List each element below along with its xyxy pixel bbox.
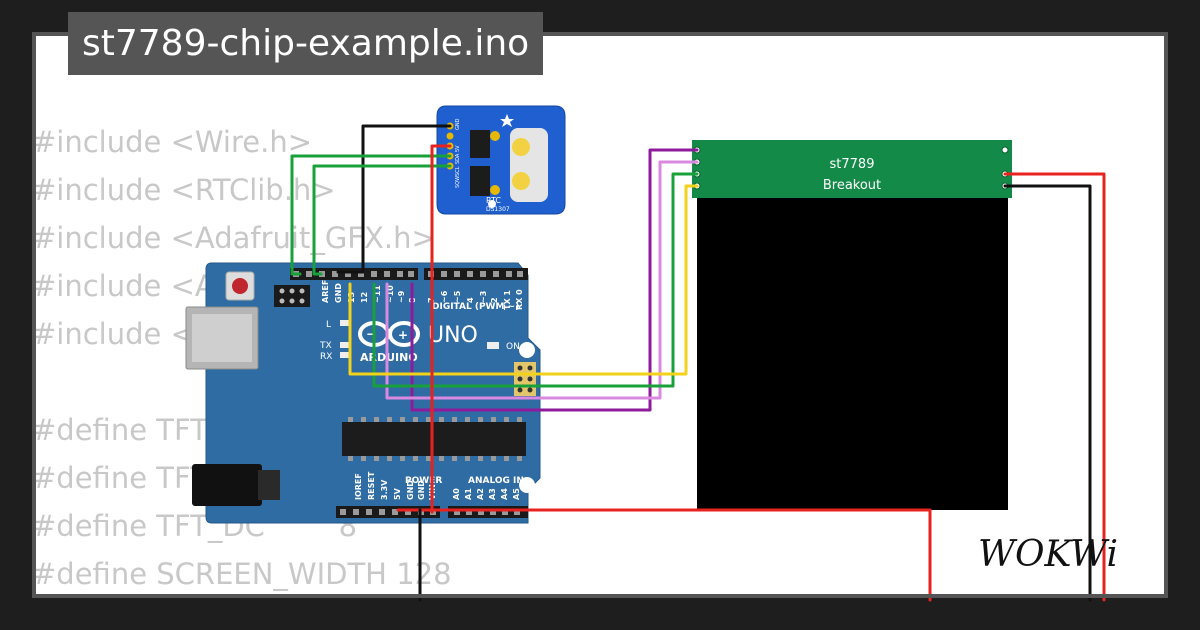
- rtc-pad: [490, 131, 500, 141]
- pin-label-9: ~9: [397, 290, 406, 303]
- wokwi-logo: WOKWi: [972, 524, 1152, 584]
- wire-pink[interactable]: [385, 160, 699, 400]
- code-line: #include <Wire.h>: [32, 125, 313, 159]
- pin-label-a5: A5: [512, 488, 521, 500]
- pin-label-ioref: IOREF: [354, 473, 363, 500]
- pin-label-10: ~10: [386, 285, 395, 303]
- rtc-pin-5v: 5V: [455, 145, 461, 152]
- display-label-line2: Breakout: [823, 178, 881, 193]
- pin-label-reset: RESET: [367, 471, 376, 500]
- arduino-model-label: UNO: [428, 323, 478, 348]
- display-label-line1: st7789: [830, 157, 875, 172]
- power-jack: [192, 464, 262, 506]
- pin-label-6: ~6: [440, 290, 449, 303]
- svg-text:−: −: [366, 327, 376, 341]
- arduino-brand-label: ARDUINO: [360, 351, 418, 364]
- icsp-header: [274, 285, 310, 307]
- adafruit-logo-icon: [500, 114, 514, 127]
- led-label-l: L: [326, 320, 331, 330]
- wire-red-display-vcc[interactable]: [1003, 172, 1106, 602]
- pin-label-gnd-2: GND: [417, 480, 426, 500]
- wire-green-rtc-scl[interactable]: [312, 164, 452, 276]
- pin-label-gnd: GND: [334, 283, 343, 303]
- pin-label-11: ~11: [373, 285, 382, 303]
- sketch-title: st7789-chip-example.ino: [68, 12, 544, 75]
- st7789-display[interactable]: st7789 Breakout: [692, 140, 1012, 510]
- wire-purple[interactable]: [410, 148, 699, 412]
- pin-label-a2: A2: [476, 488, 485, 500]
- icsp-header-2: [514, 362, 536, 396]
- pin-label-tx1: TX 1: [503, 290, 512, 310]
- digital-header-label: DIGITAL (PWM ~): [432, 302, 519, 312]
- wire-red-power[interactable]: [396, 508, 932, 602]
- wokwi-logo-text: WOKWi: [978, 534, 1118, 575]
- rtc-crystal: [470, 166, 490, 196]
- analog-header-label: ANALOG IN: [468, 476, 524, 486]
- pin-label-3v3: 3.3V: [380, 479, 389, 500]
- led-tx: [340, 342, 350, 348]
- rtc-pin-sda: SDA: [455, 153, 461, 164]
- wire-yellow[interactable]: [348, 184, 699, 376]
- wire-green-display[interactable]: [372, 172, 699, 388]
- rtc-chip-label: DS1307: [486, 206, 510, 213]
- led-l: [340, 320, 350, 326]
- pin-label-a4: A4: [500, 488, 509, 500]
- pin-label-a0: A0: [452, 488, 461, 500]
- pin-label-rx0: RX 0: [515, 289, 524, 310]
- wire-black-rtc-gnd[interactable]: [336, 124, 452, 274]
- power-header: [336, 506, 440, 518]
- rtc-pad: [490, 185, 500, 195]
- rtc-ds1307-module[interactable]: GND 5V SDA SCL SQW RTC DS1307: [436, 105, 566, 215]
- arduino-uno-board[interactable]: AREF GND 13 12 ~11 ~10 ~9 8 7 ~6 ~5 4 ~3…: [185, 262, 541, 524]
- display-breakout-pcb: [692, 140, 1012, 198]
- led-label-rx: RX: [320, 352, 332, 362]
- svg-text:+: +: [398, 328, 408, 342]
- rtc-label: RTC: [486, 196, 501, 205]
- pin-label-2: 2: [490, 297, 499, 303]
- code-line: #include <Adafruit_GFX.h>: [32, 221, 436, 255]
- led-rx: [340, 352, 350, 358]
- rtc-pin-sqw: SQW: [455, 176, 461, 188]
- atmega-chip: [342, 422, 526, 456]
- code-line: #include <RTClib.h>: [32, 173, 336, 207]
- wokwi-logo-icon: WOKWi: [978, 534, 1118, 575]
- rtc-pin-scl: SCL: [455, 166, 461, 176]
- wire-green-rtc-sda[interactable]: [290, 154, 452, 276]
- pin-label-a3: A3: [488, 488, 497, 500]
- led-label-on: ON: [506, 342, 520, 352]
- rtc-pin-gnd: GND: [455, 118, 461, 130]
- power-header-label: POWER: [405, 476, 442, 486]
- led-label-tx: TX: [319, 341, 332, 351]
- pin-label-4: 4: [466, 297, 475, 303]
- digital-header-right: [424, 268, 528, 280]
- rtc-battery-holder: [510, 128, 548, 202]
- wire-red-rtc-5v[interactable]: [430, 144, 452, 514]
- pin-label-a1: A1: [464, 488, 473, 500]
- pin-label-3: ~3: [479, 291, 488, 303]
- code-line: #define SCREEN_WIDTH 128: [32, 557, 452, 591]
- rtc-chip: [470, 130, 490, 158]
- display-screen: [697, 198, 1008, 510]
- mounting-hole: [519, 342, 535, 358]
- pin-label-5v: 5V: [393, 487, 402, 500]
- pin-label-5: ~5: [453, 290, 462, 303]
- pin-label-gnd-1: GND: [406, 480, 415, 500]
- led-on: [487, 342, 499, 349]
- pin-label-aref: AREF: [321, 280, 330, 303]
- mounting-hole: [519, 477, 535, 493]
- wire-black-display-gnd[interactable]: [1003, 184, 1092, 602]
- pin-label-12: 12: [360, 292, 369, 303]
